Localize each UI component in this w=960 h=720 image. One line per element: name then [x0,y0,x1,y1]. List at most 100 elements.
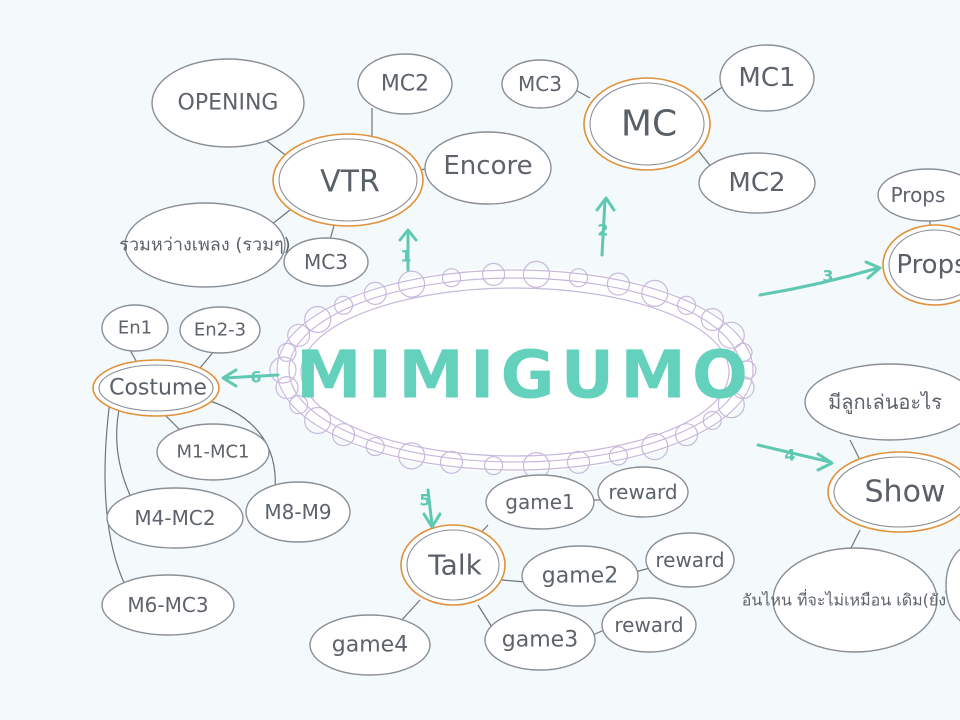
node-talk: Talk [400,524,506,606]
cloud-loop [333,295,354,315]
cloud-loop [522,260,551,288]
node-show-ball: มีลูกเล่นอะไร [804,363,960,441]
node-vtr-mc2-label: MC2 [381,72,429,97]
node-m8-m9-label: M8-M9 [264,500,331,524]
node-props-label: Props [896,250,960,280]
node-m6-mc3: M6-MC3 [101,574,235,636]
node-encore: Encore [424,131,552,205]
connector-game3-reward [592,629,605,636]
node-show-label: Show [865,475,946,510]
node-show-ball-label: มีลูกเล่นอะไร [828,390,942,415]
cloud-loop [441,268,462,288]
node-m1-mc1-label: M1-MC1 [176,442,249,463]
center-cloud-loops [269,260,757,480]
cloud-loop [674,423,699,447]
connector-costume-m6 [104,399,126,586]
connector-costume-m4 [116,404,131,496]
node-en2-3: En2-3 [179,306,261,354]
node-vtr-mc3: MC3 [283,237,369,287]
node-mc: MC [583,77,711,171]
node-game2-label: game2 [542,564,618,589]
cloud-loop [700,307,724,332]
cloud-loop [331,423,356,447]
node-mc-mc3: MC3 [501,59,579,109]
cloud-loop [641,433,669,461]
cloud-loop [365,437,385,457]
cloud-loop [484,456,504,476]
node-m1-mc1: M1-MC1 [156,423,270,481]
cloud-loop [606,272,631,296]
node-mc-mc2-label: MC2 [728,168,785,198]
node-vtr-mc2: MC2 [357,53,453,115]
node-show-new: อันไหน ที่จะไม่เหมือน เดิม(ยังไง) [742,547,960,653]
arrow-5-label: 5 [419,491,430,510]
cloud-loop [304,406,332,435]
node-mc-mc3-label: MC3 [518,72,562,96]
node-encore-label: Encore [443,151,532,181]
node-m4-mc2: M4-MC2 [106,487,244,549]
node-m6-mc3-label: M6-MC3 [127,593,208,617]
connector-costume-m8 [199,397,276,491]
cloud-loop [702,410,722,431]
cloud-loop [733,342,753,362]
cloud-loop [304,305,332,334]
cloud-loop [568,268,589,288]
node-game4: game4 [309,614,431,676]
node-props: Props [882,224,960,306]
node-props-top: Props [877,168,960,222]
node-costume-label: Costume [109,376,207,401]
cloud-loop [608,446,629,466]
arrow-6: 6 [221,368,280,388]
node-m8-m9: M8-M9 [245,481,351,543]
connector-show-ball [849,439,861,461]
node-en1: En1 [101,304,169,352]
node-opening-label: OPENING [178,91,279,116]
arrow-4: 4 [756,443,834,472]
cloud-loop [277,342,297,362]
node-props-top-label: Props [891,183,946,207]
cloud-loop [269,356,297,384]
node-en2-3-label: En2-3 [194,320,246,341]
center-title: MIMIGUMO [296,337,754,414]
cloud-loop [482,262,506,286]
node-vtr-medley-label: รวมหว่างเพลง (รวมๆ) [119,235,290,256]
center-cloud: MIMIGUMO [269,260,757,480]
node-reward2: reward [645,532,735,588]
node-game3: game3 [484,609,596,671]
node-game2: game2 [521,545,639,607]
node-game4-label: game4 [332,633,408,658]
node-mc-mc1: MC1 [719,44,815,112]
arrow-5: 5 [419,488,442,529]
cloud-loop [363,281,387,305]
node-game1-label: game1 [505,490,574,514]
node-m4-mc2-label: M4-MC2 [134,506,215,530]
cloud-loop [398,442,426,470]
cloud-loop [289,395,309,415]
node-reward3: reward [601,597,697,653]
cloud-loop [676,295,697,315]
node-reward2-label: reward [655,548,724,572]
node-game3-label: game3 [502,628,578,653]
node-show: Show [827,451,960,533]
node-costume: Costume [92,359,220,417]
cloud-loop [275,376,299,400]
node-show-new-label: อันไหน ที่จะไม่เหมือน เดิม(ยังไง) [742,589,960,610]
arrow-3: 3 [758,260,882,297]
arrow-2: 2 [595,196,616,257]
cloud-loop [717,321,745,349]
node-vtr-label: VTR [320,165,380,200]
node-mc-label: MC [621,104,677,145]
node-show-extra [945,548,960,622]
cloud-loop [287,323,311,347]
arrow-1-label: 1 [400,247,411,266]
node-en1-label: En1 [118,318,152,339]
node-reward3-label: reward [614,613,683,637]
arrow-3-label: 3 [822,267,833,286]
connector-talk-game2 [501,579,526,583]
node-game1: game1 [485,474,595,530]
node-reward1-label: reward [608,480,677,504]
arrow-4-label: 4 [784,446,795,465]
node-mc-mc2: MC2 [698,152,816,214]
node-talk-label: Talk [427,549,482,582]
